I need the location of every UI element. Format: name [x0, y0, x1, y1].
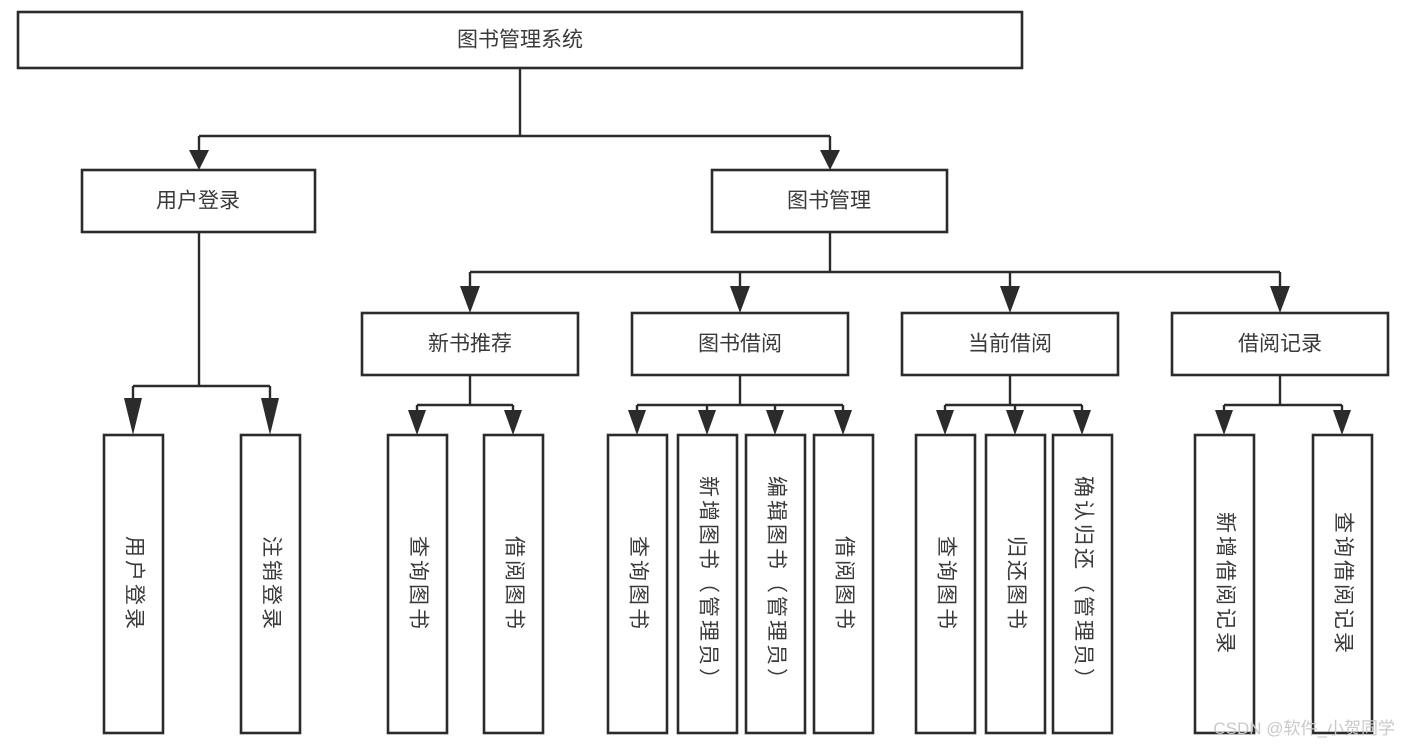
arrow-currentborrow-leaf-3: [1073, 410, 1091, 435]
leaf-book-borrow-3-box[interactable]: [744, 433, 807, 735]
leaf-current-borrow-3-box[interactable]: [1051, 433, 1114, 735]
leaf-book-borrow-2-label: 新增图书（管理员）: [696, 476, 719, 692]
arrow-newbook-leaf-1: [408, 410, 426, 435]
leaf-borrow-record-1[interactable]: 新增借阅记录: [1193, 433, 1256, 735]
leaf-current-borrow-3-label: 确认归还（管理员）: [1071, 476, 1094, 692]
node-user-login-box[interactable]: [80, 168, 317, 234]
node-current-borrow[interactable]: 当前借阅: [900, 311, 1120, 377]
leaf-current-borrow-2-box[interactable]: [984, 433, 1047, 735]
node-root-label: 图书管理系统: [457, 29, 583, 52]
leaf-user-login-1-box[interactable]: [102, 433, 165, 735]
leaf-book-borrow-4[interactable]: 借阅图书: [812, 433, 875, 735]
leaf-borrow-record-2-box[interactable]: [1311, 433, 1374, 735]
leaf-new-book-2-label: 借阅图书: [502, 536, 525, 632]
leaf-borrow-record-1-label: 新增借阅记录: [1213, 512, 1236, 656]
leaf-user-login-1[interactable]: 用户登录: [102, 433, 165, 735]
arrow-bookborrow-leaf-2: [698, 410, 716, 435]
arrow-to-user-login: [189, 150, 209, 170]
node-user-login-label: 用户登录: [156, 190, 240, 213]
node-new-book-recommend-label: 新书推荐: [428, 333, 512, 356]
leaf-book-borrow-2[interactable]: 新增图书（管理员）: [676, 433, 739, 735]
leaf-current-borrow-1-box[interactable]: [914, 433, 977, 735]
arrow-currentborrow-leaf-2: [1006, 410, 1024, 435]
node-borrow-record[interactable]: 借阅记录: [1170, 311, 1390, 377]
leaf-book-borrow-3[interactable]: 编辑图书（管理员）: [744, 433, 807, 735]
leaf-user-login-2-label: 注销登录: [259, 536, 282, 632]
arrow-to-book-borrow: [730, 286, 750, 313]
arrow-userlogin-leaf-2: [261, 398, 279, 435]
leaf-book-borrow-1-label: 查询图书: [626, 536, 649, 632]
node-current-borrow-label: 当前借阅: [968, 333, 1052, 356]
node-user-login[interactable]: 用户登录: [80, 168, 317, 234]
node-new-book-recommend-box[interactable]: [360, 311, 580, 377]
arrow-to-current-borrow: [1000, 286, 1020, 313]
leaf-new-book-1-box[interactable]: [386, 433, 449, 735]
leaf-book-borrow-2-box[interactable]: [676, 433, 739, 735]
leaf-current-borrow-2[interactable]: 归还图书: [984, 433, 1047, 735]
leaf-book-borrow-1-box[interactable]: [606, 433, 669, 735]
leaf-current-borrow-3[interactable]: 确认归还（管理员）: [1051, 433, 1114, 735]
node-current-borrow-box[interactable]: [900, 311, 1120, 377]
leaf-user-login-1-label: 用户登录: [122, 536, 145, 632]
arrow-borrowrecord-leaf-1: [1215, 410, 1233, 435]
node-new-book-recommend[interactable]: 新书推荐: [360, 311, 580, 377]
leaf-new-book-1[interactable]: 查询图书: [386, 433, 449, 735]
leaf-book-borrow-4-label: 借阅图书: [832, 536, 855, 632]
arrow-to-new-book-recommend: [460, 286, 480, 313]
node-borrow-record-label: 借阅记录: [1238, 333, 1322, 356]
leaf-new-book-2-box[interactable]: [482, 433, 545, 735]
leaf-borrow-record-2[interactable]: 查询借阅记录: [1311, 433, 1374, 735]
leaf-current-borrow-1-label: 查询图书: [934, 536, 957, 632]
arrow-borrowrecord-leaf-2: [1333, 410, 1351, 435]
leaf-current-borrow-1[interactable]: 查询图书: [914, 433, 977, 735]
arrow-bookborrow-leaf-4: [834, 410, 852, 435]
leaf-borrow-record-2-label: 查询借阅记录: [1331, 512, 1354, 656]
leaf-borrow-record-1-box[interactable]: [1193, 433, 1256, 735]
arrow-userlogin-leaf-1: [124, 398, 142, 435]
leaf-user-login-2-box[interactable]: [239, 433, 302, 735]
node-book-manage[interactable]: 图书管理: [710, 168, 949, 234]
leaf-new-book-2[interactable]: 借阅图书: [482, 433, 545, 735]
leaf-book-borrow-3-label: 编辑图书（管理员）: [764, 476, 787, 692]
arrow-newbook-leaf-2: [504, 410, 522, 435]
node-book-manage-label: 图书管理: [787, 190, 871, 213]
node-root[interactable]: 图书管理系统: [16, 10, 1024, 70]
node-book-borrow-label: 图书借阅: [698, 333, 782, 356]
arrow-currentborrow-leaf-1: [936, 410, 954, 435]
node-book-borrow-box[interactable]: [630, 311, 850, 377]
arrow-to-book-manage: [820, 150, 840, 170]
arrow-bookborrow-leaf-1: [628, 410, 646, 435]
connectors-layer: [124, 68, 1351, 435]
csdn-watermark: CSDN @软件_小贺同学: [1213, 719, 1395, 738]
node-book-borrow[interactable]: 图书借阅: [630, 311, 850, 377]
leaf-new-book-1-label: 查询图书: [406, 536, 429, 632]
leaf-book-borrow-4-box[interactable]: [812, 433, 875, 735]
arrow-to-borrow-record: [1270, 286, 1290, 313]
leaf-current-borrow-2-label: 归还图书: [1004, 536, 1027, 632]
node-book-manage-box[interactable]: [710, 168, 949, 234]
leaf-user-login-2[interactable]: 注销登录: [239, 433, 302, 735]
leaf-book-borrow-1[interactable]: 查询图书: [606, 433, 669, 735]
arrow-bookborrow-leaf-3: [766, 410, 784, 435]
node-root-box[interactable]: [16, 10, 1024, 70]
node-borrow-record-box[interactable]: [1170, 311, 1390, 377]
